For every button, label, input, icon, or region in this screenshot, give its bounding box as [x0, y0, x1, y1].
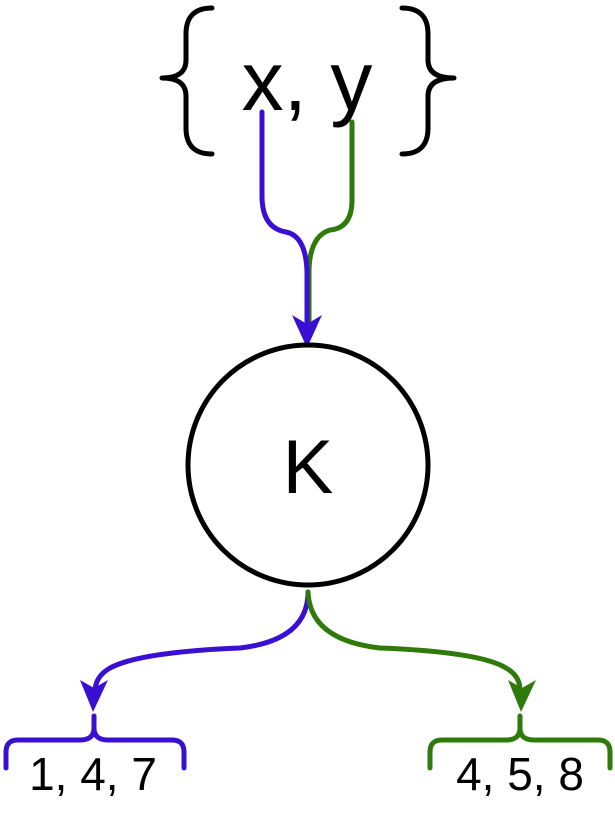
x-edge [259, 109, 310, 325]
input-open-brace [159, 5, 215, 157]
left-output-arrowhead [80, 680, 108, 712]
input-close-brace [399, 5, 457, 157]
right-output-brace [427, 713, 613, 771]
left-output-label: 1, 4, 7 [29, 748, 157, 800]
x-edge-arrowhead [292, 315, 322, 348]
y-edge [306, 119, 355, 333]
right-output-label: 4, 5, 8 [456, 748, 584, 800]
right-output-edge [305, 589, 523, 693]
node-k-label: K [283, 425, 334, 510]
node-k-circle [185, 342, 431, 588]
left-output-edge [92, 589, 311, 693]
left-output-brace [3, 713, 187, 771]
right-output-arrowhead [508, 680, 536, 712]
